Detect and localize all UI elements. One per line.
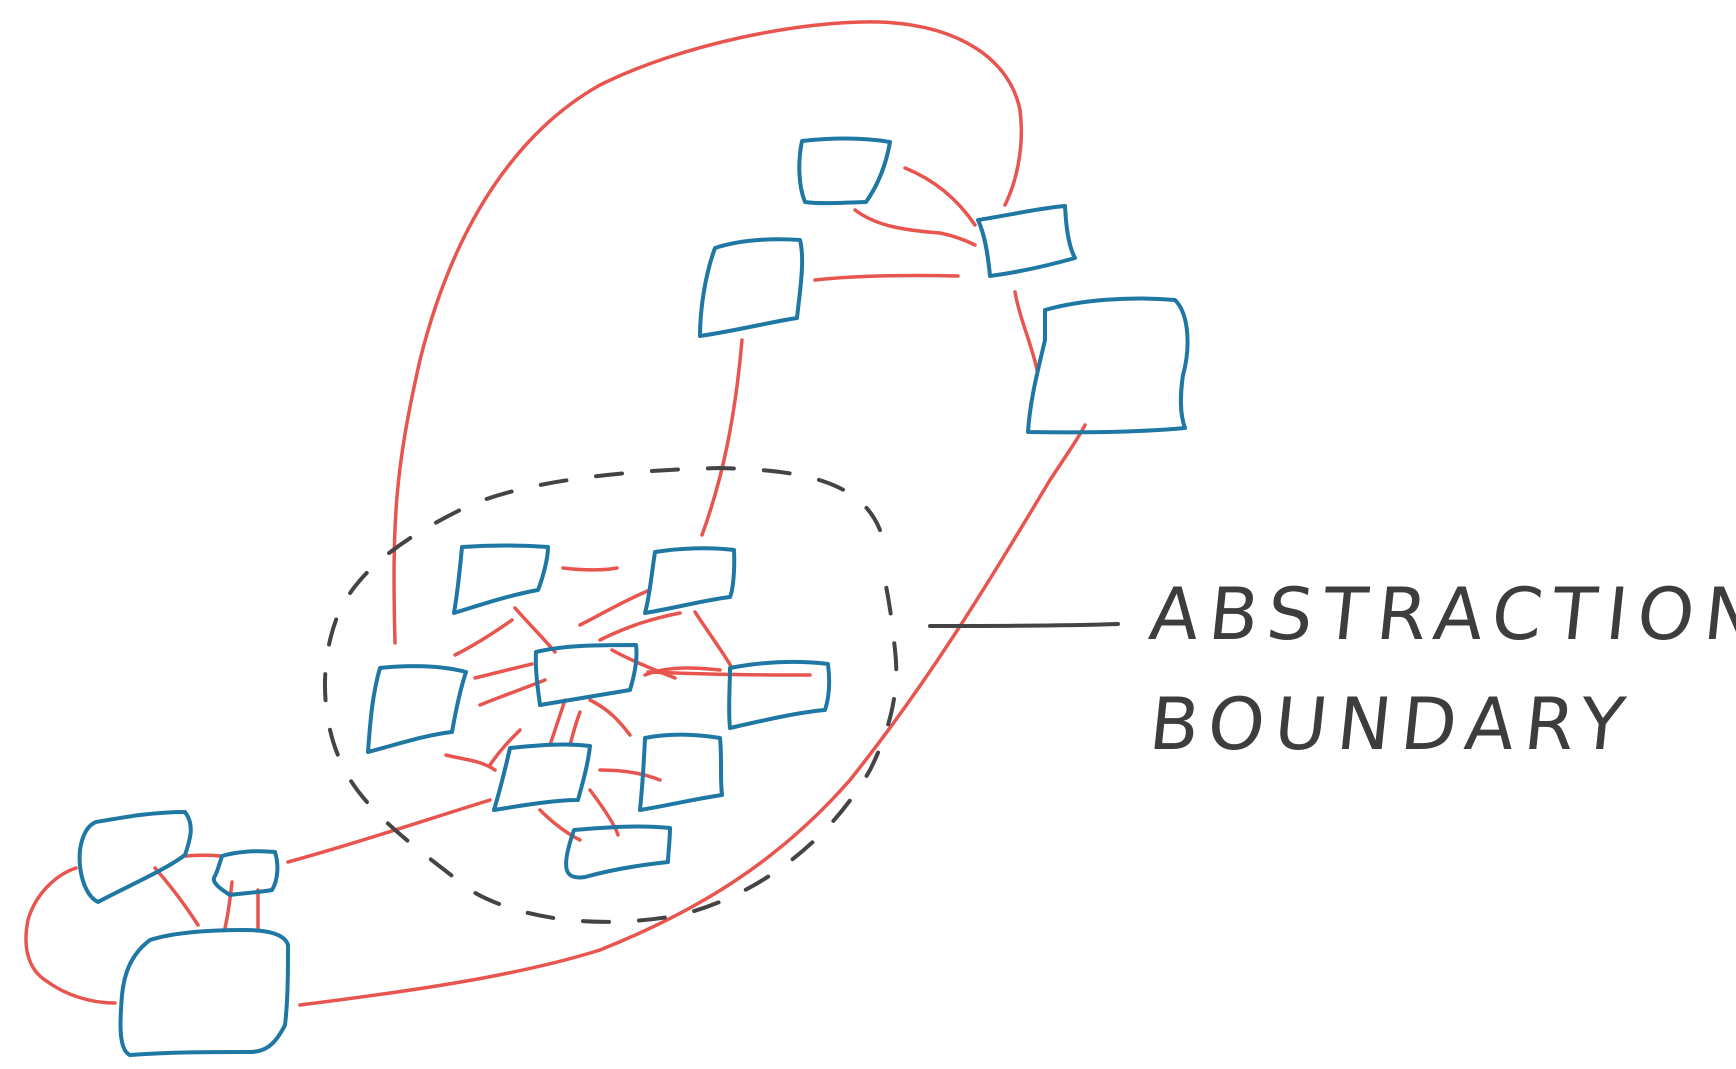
nodes (77, 136, 1190, 1057)
node-inner-2 (643, 546, 737, 615)
edge-middle-to-bottom (286, 798, 492, 864)
node-bottom-1 (77, 810, 193, 904)
edge-outer-loop-right (298, 423, 1087, 1007)
edge-inner-17 (588, 698, 632, 737)
abstraction-boundary (322, 465, 899, 924)
node-inner-7 (492, 742, 592, 812)
edge-inner-6 (478, 678, 547, 707)
edge-inner-8 (610, 648, 677, 680)
edge-inner-12 (548, 698, 567, 747)
edge-inner-13 (568, 710, 582, 747)
node-inner-6 (638, 732, 724, 812)
edge-top-c (813, 273, 960, 282)
edge-top-b (853, 208, 977, 247)
node-top-4 (1026, 296, 1190, 435)
abstraction-label-line-1: ABSTRACTION (1145, 572, 1736, 656)
edge-inner-16 (598, 768, 662, 782)
edge-bottom-1 (184, 853, 222, 858)
edges (24, 20, 1087, 1007)
edge-inner-19 (588, 788, 620, 837)
edge-inner-7 (598, 611, 682, 642)
node-inner-1 (452, 543, 550, 615)
edge-inner-5 (473, 662, 534, 680)
edge-top-a (903, 166, 977, 227)
edge-inner-14 (488, 728, 522, 767)
node-bottom-2 (211, 849, 280, 897)
edge-outer-loop-left (392, 20, 1024, 645)
edge-bottom-3 (223, 880, 234, 930)
edge-bottom-loop (24, 866, 117, 1005)
node-inner-5 (727, 659, 832, 730)
node-inner-8 (564, 824, 672, 880)
node-inner-3 (533, 643, 639, 707)
edge-inner-10 (646, 670, 812, 677)
node-top-2 (698, 237, 805, 338)
edge-inner-3 (513, 606, 557, 654)
edge-inner-11 (693, 610, 734, 670)
node-top-3 (976, 204, 1077, 278)
node-inner-4 (366, 664, 468, 754)
edge-inner-4 (453, 618, 514, 657)
edge-top-d (1013, 290, 1039, 372)
abstraction-label-line-2: BOUNDARY (1145, 682, 1639, 766)
edge-top-to-middle (700, 338, 744, 537)
edge-bottom-2 (153, 866, 200, 927)
edge-inner-1 (561, 566, 619, 572)
leader-line (928, 622, 1120, 628)
node-top-1 (797, 136, 892, 206)
node-bottom-3 (118, 928, 290, 1057)
edge-inner-18 (538, 808, 582, 842)
edge-inner-2 (578, 588, 652, 627)
edge-inner-15 (444, 753, 497, 772)
